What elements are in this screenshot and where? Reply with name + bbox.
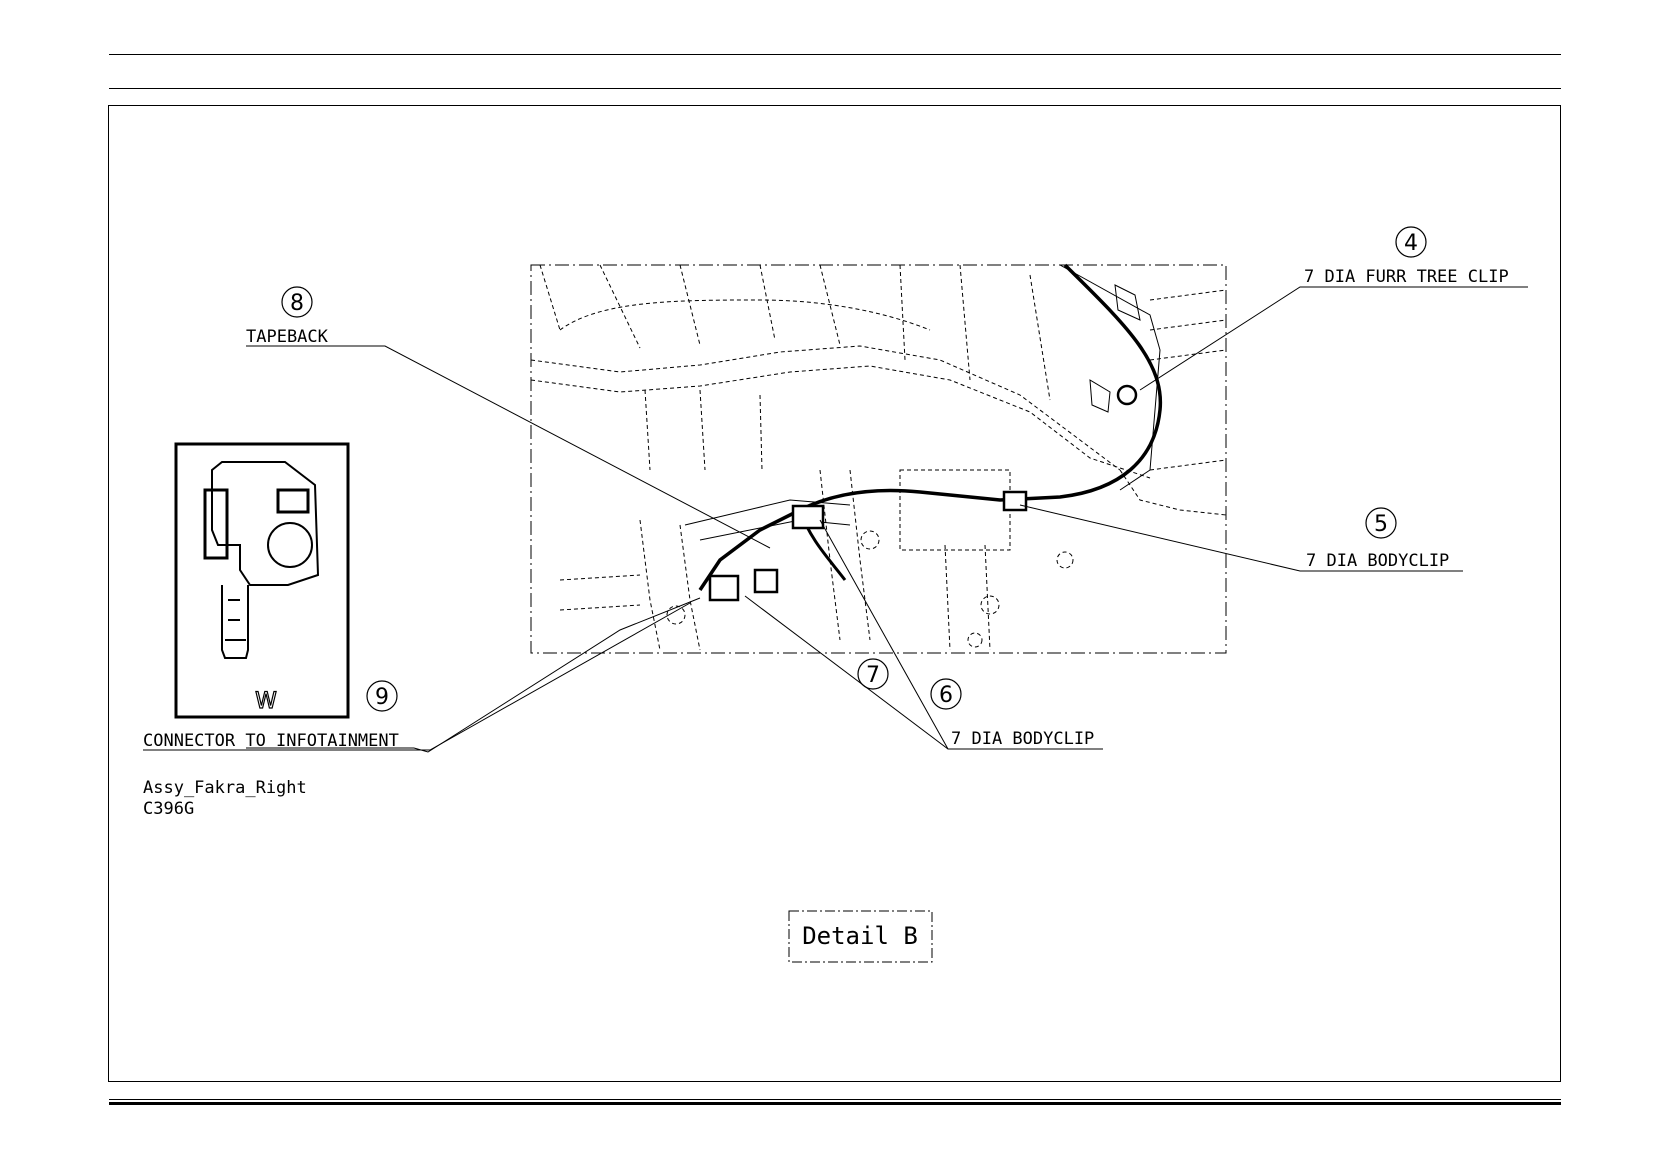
vehicle-structure-illustration	[530, 263, 1227, 651]
leader-lines	[143, 286, 1528, 753]
callout-number-7: 7	[866, 663, 880, 688]
callout-label-6: 7 DIA BODYCLIP	[951, 729, 1094, 749]
callout-label-9: CONNECTOR TO INFOTAINMENT	[143, 731, 399, 751]
callout-label-5: 7 DIA BODYCLIP	[1306, 551, 1449, 571]
callout-circle-6	[930, 678, 962, 710]
connector-assembly-name: Assy_Fakra_Right	[143, 778, 307, 798]
callout-number-8: 8	[290, 291, 304, 316]
detail-view-boundary	[530, 264, 1227, 654]
callout-label-4: 7 DIA FURR TREE CLIP	[1304, 267, 1509, 287]
callout-number-6: 6	[939, 683, 953, 708]
header-rule-bottom	[109, 88, 1561, 89]
footer-rule-thin	[109, 1099, 1561, 1100]
callout-label-8: TAPEBACK	[246, 327, 329, 347]
header-rule-top	[109, 54, 1561, 55]
detail-label: Detail B	[802, 922, 918, 950]
callout-number-9: 9	[375, 685, 389, 710]
callout-circle-7	[857, 658, 889, 690]
footer-rule-thick	[109, 1102, 1561, 1105]
callout-circle-4	[1395, 226, 1427, 258]
connector-image-box	[174, 442, 350, 719]
connector-color-code: W	[255, 689, 277, 714]
callout-circle-5	[1365, 507, 1397, 539]
drawing-frame	[108, 105, 1561, 1082]
detail-label-box	[788, 910, 933, 963]
callout-circle-9	[366, 680, 398, 712]
connector-id: C396G	[143, 799, 194, 819]
callout-number-5: 5	[1374, 512, 1388, 537]
connector-illustration	[203, 461, 320, 659]
callout-number-4: 4	[1404, 231, 1418, 256]
callout-circle-8	[281, 286, 313, 318]
